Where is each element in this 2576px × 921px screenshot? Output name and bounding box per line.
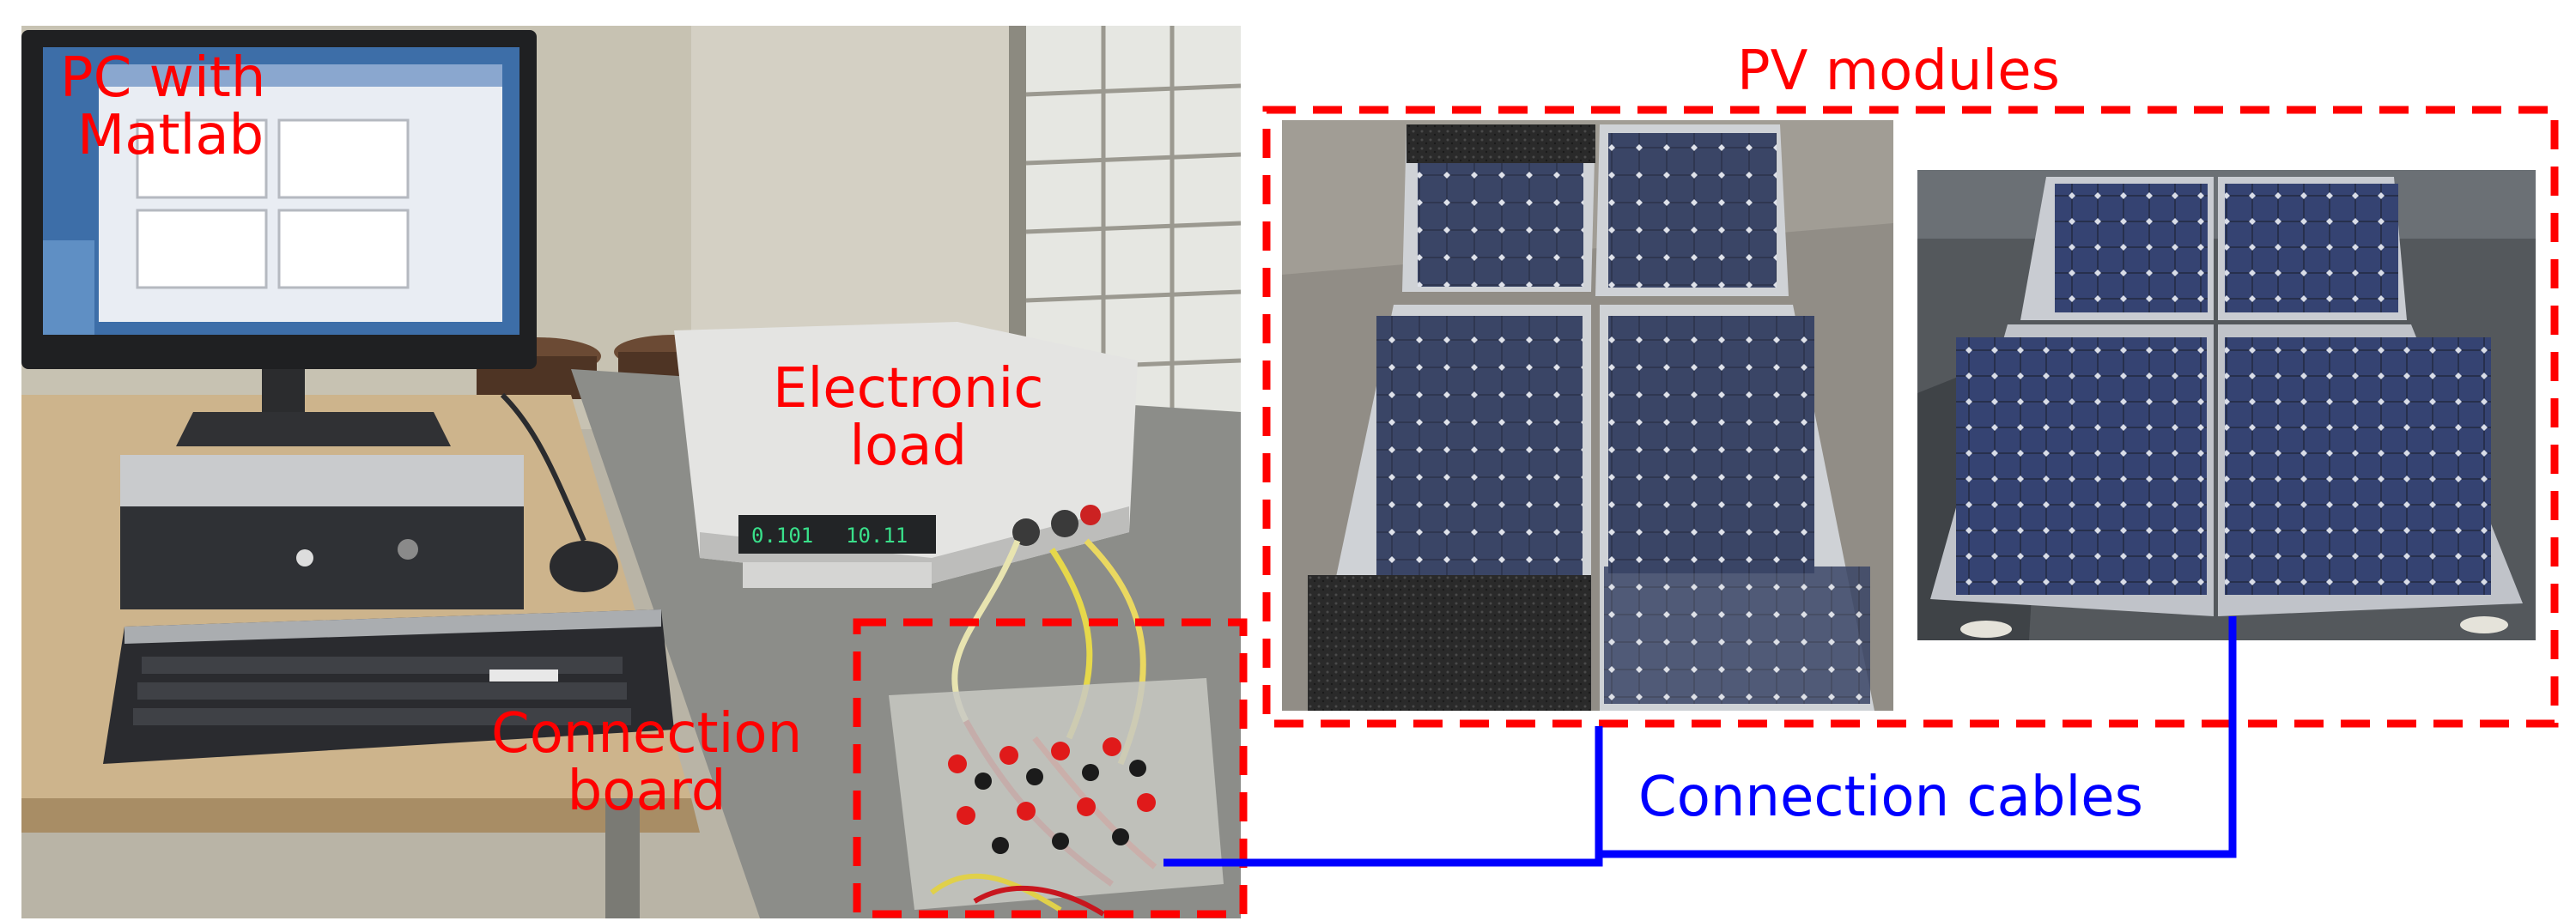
pc-label-line1: PC with xyxy=(60,46,266,110)
svg-text:10.11: 10.11 xyxy=(846,524,908,548)
pc-with-matlab-label: PC with Matlab xyxy=(60,46,266,168)
pv-modules-dashed-box xyxy=(1262,106,2559,728)
board-label-line2: board xyxy=(567,760,726,824)
electronic-load-icon: 0.101 10.11 xyxy=(674,322,1138,588)
solar-panel-icon xyxy=(1308,124,1874,711)
lab-bench-photo: 0.101 10.11 xyxy=(21,26,1241,918)
connection-board-icon xyxy=(889,678,1224,917)
connection-board-label: Connection board xyxy=(491,702,803,824)
connection-cables-line xyxy=(1163,726,1603,867)
connection-cables-label: Connection cables xyxy=(1638,766,2143,829)
solar-panel-icon xyxy=(1930,177,2523,616)
load-label-line1: Electronic xyxy=(773,357,1044,421)
electronic-load-label: Electronic load xyxy=(773,357,1044,479)
pv-photo-left xyxy=(1282,120,1893,711)
keyboard-icon xyxy=(103,609,674,764)
pv-photo-right xyxy=(1917,170,2536,640)
pv-modules-label: PV modules xyxy=(1737,39,2060,103)
board-label-line1: Connection xyxy=(491,702,803,766)
monitor-icon xyxy=(21,30,537,446)
load-label-line2: load xyxy=(849,415,968,479)
connection-cables-line-2 xyxy=(1599,616,2237,858)
svg-text:0.101: 0.101 xyxy=(751,524,813,548)
pc-label-line2: Matlab xyxy=(77,104,264,168)
connection-board-dashed-box xyxy=(853,618,1248,918)
